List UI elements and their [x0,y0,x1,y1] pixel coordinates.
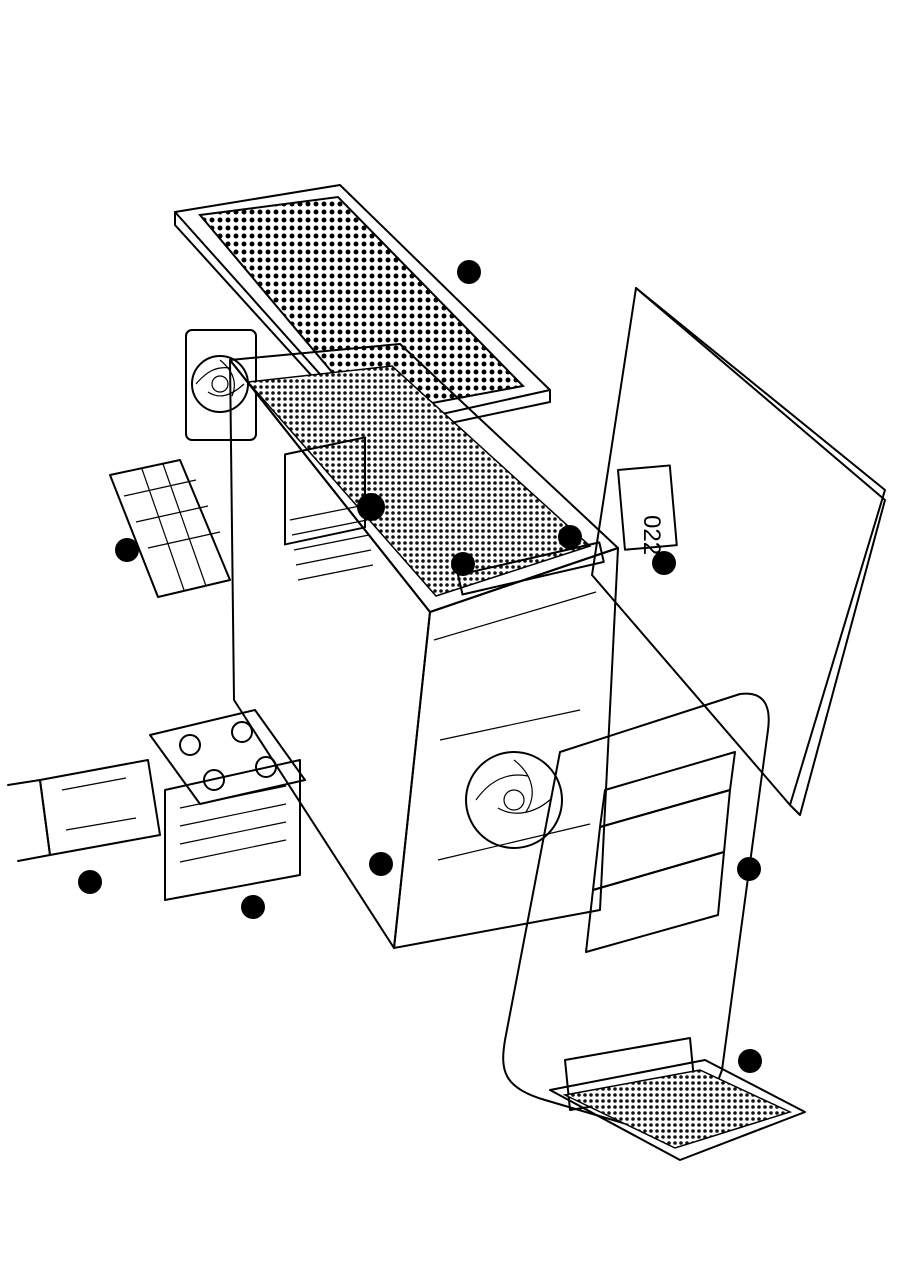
panel-text: 022 [638,515,665,555]
callout-8 [78,870,102,894]
bezel-bay-2 [592,789,731,891]
callout-7 [369,852,393,876]
side-filter-frame [109,459,231,598]
rear-fan-frame [185,329,257,441]
rear-fan [185,329,257,441]
callout-markers [78,260,762,1073]
panel-bracket [617,464,678,551]
front-io-panel [457,541,605,596]
bottom-filter-mesh [562,1069,793,1149]
callout-9 [241,895,265,919]
callout-5 [558,525,582,549]
top-cover-mesh [198,195,526,417]
callout-2 [115,538,139,562]
chassis-top-mesh [246,365,592,597]
callout-11 [738,1049,762,1073]
drive-tray [39,759,161,856]
callout-1 [457,260,481,284]
drive-cages [7,709,306,901]
front-fan-hub [503,789,525,811]
rear-fan-hub [211,375,229,393]
bottom-filter [549,1059,806,1161]
callout-4 [451,552,475,576]
side-filter [109,459,231,598]
callout-3 [357,493,385,521]
front-fan-blades [475,759,553,814]
front-bezel [502,692,770,1129]
slot-stack [284,436,366,546]
side-panel: 022 [591,287,886,816]
callout-6 [652,551,676,575]
rear-fan-blades [195,359,245,397]
top-cover [174,184,551,441]
bezel-bay-1 [599,751,736,828]
callout-10 [737,857,761,881]
upper-drive-cage-top [149,709,306,805]
expansion-slots [284,436,374,581]
bezel-bay-3 [585,851,725,953]
front-fan-ring [465,751,563,849]
front-bezel-outline [502,692,770,1129]
chassis-body [229,343,619,949]
bottom-filter-frame [549,1059,806,1161]
chassis-front-face [393,547,619,949]
upper-drive-cage-body [164,759,301,901]
rear-fan-ring [191,355,249,413]
